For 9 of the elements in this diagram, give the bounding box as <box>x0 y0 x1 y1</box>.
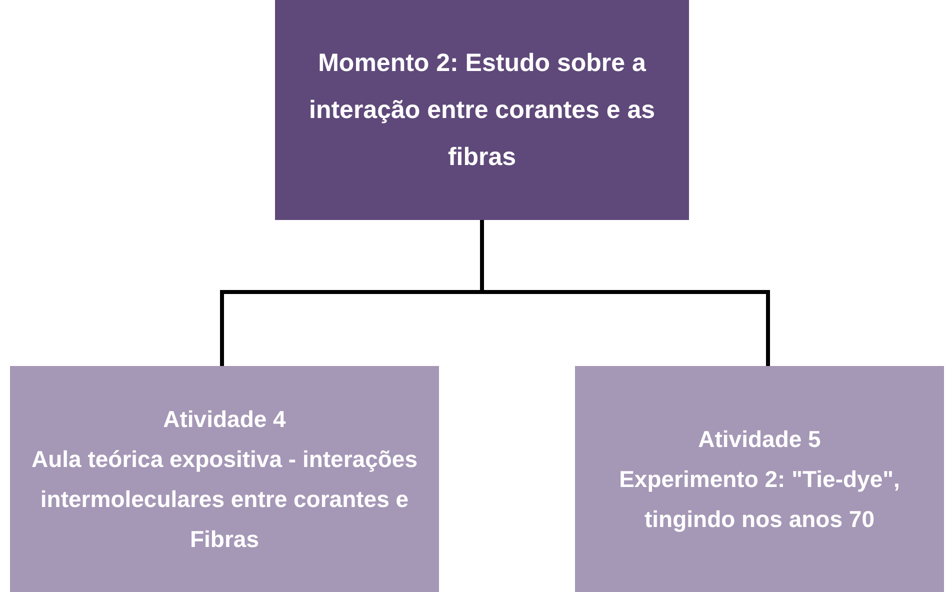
activity-box <box>575 366 944 592</box>
connector-line <box>480 220 770 366</box>
box-heading: Atividade 4 <box>163 405 286 434</box>
box-heading: Atividade 5 <box>698 425 821 454</box>
box-text: Experimento 2: "Tie-dye", tingindo nos anos 70 <box>618 465 901 534</box>
box-text: Aula teórica expositiva - interações intermoleculares entre corantes e Fibras <box>30 445 419 554</box>
main-topic-box <box>275 0 689 220</box>
box-text: Momento 2: Estudo sobre a interação entre corantes e as fibras <box>308 48 656 172</box>
activity-box <box>10 366 439 592</box>
